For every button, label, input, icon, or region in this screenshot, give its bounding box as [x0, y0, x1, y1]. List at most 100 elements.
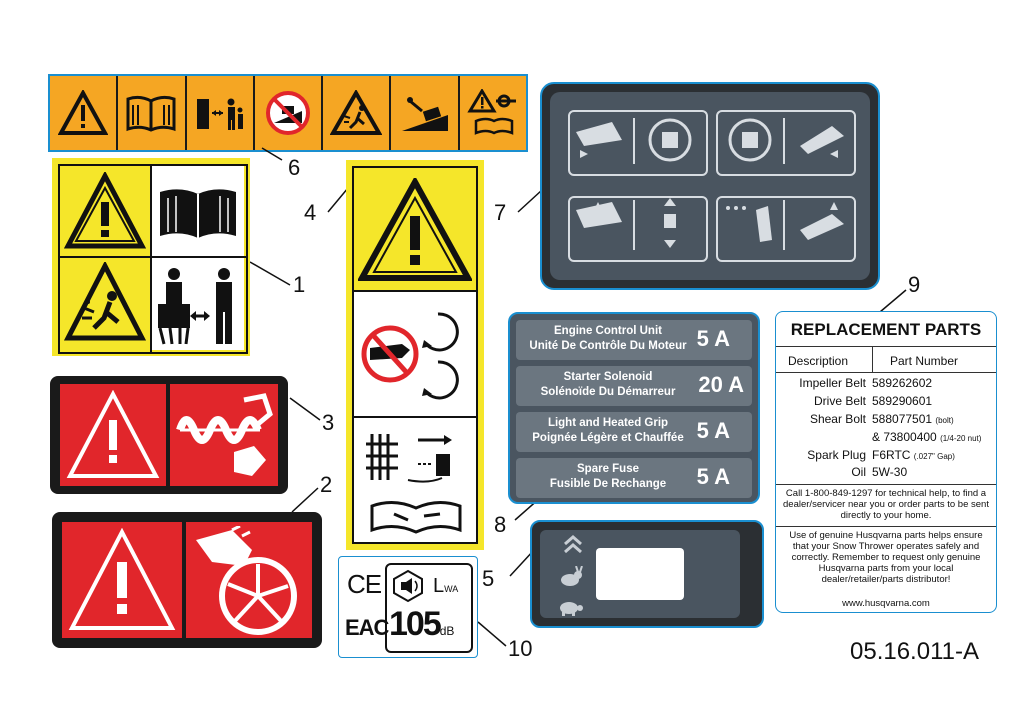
decal-4-warning-tall — [346, 160, 484, 550]
parts-rule — [776, 346, 996, 347]
sound-power-unit: dB — [439, 624, 455, 638]
fuse-label-en: Starter Solenoid — [563, 371, 653, 383]
fuse-row: Spare Fuse Fusible De Rechange 5 A — [516, 458, 752, 498]
callout-8: 8 — [494, 512, 507, 537]
fuse-row: Starter Solenoid Solénoïde Du Démarreur … — [516, 366, 752, 406]
part-number-with-note: & 73800400 (1/4-20 nut) — [872, 430, 981, 444]
part-description: Impeller Belt — [799, 376, 866, 390]
turtle-icon — [560, 602, 583, 616]
impeller-hazard-icon — [196, 526, 297, 635]
decal-4-divider-2 — [354, 416, 476, 418]
fuse-amperage: 5 A — [696, 418, 730, 443]
disconnect-spark-plug-manual-icon — [366, 434, 462, 534]
part-note: (.027" Gap) — [913, 452, 955, 461]
eac-mark: EAC — [345, 615, 389, 640]
lwa-symbol: LWA — [433, 575, 458, 598]
parts-col-part-number: Part Number — [890, 354, 959, 368]
fuse-label-fr: Fusible De Rechange — [549, 478, 667, 490]
figure-code: 05.16.011-A — [850, 638, 979, 665]
fuse-row: Light and Heated Grip Poignée Légère et … — [516, 412, 752, 452]
slope-tipping-icon — [391, 76, 460, 150]
speed-window — [596, 548, 684, 600]
fuse-row: Engine Control Unit Unité De Contrôle Du… — [516, 320, 752, 360]
danger-triangle-icon — [66, 390, 160, 478]
part-number: F6RTC — [872, 448, 911, 462]
chute-rotate-right-tile — [716, 110, 856, 176]
sound-power-value: 105dB — [389, 605, 454, 644]
sound-power-number: 105 — [389, 605, 442, 643]
decal-1-warning — [52, 158, 250, 356]
parts-title: REPLACEMENT PARTS — [790, 320, 982, 339]
part-description: Spark Plug — [807, 448, 866, 462]
part-number-with-note: F6RTC (.027" Gap) — [872, 448, 955, 462]
decal-10-noise-label: CE EAC LWA 105dB — [338, 556, 478, 658]
fuse-amperage: 5 A — [696, 326, 730, 351]
part-note: (1/4-20 nut) — [940, 434, 982, 443]
part-number: 5W-30 — [872, 465, 908, 479]
part-description: Drive Belt — [813, 394, 866, 408]
auger-hazard-icon — [176, 393, 273, 476]
warning-triangle-icon — [64, 172, 146, 249]
no-hands-rotating-parts-icon — [361, 312, 459, 400]
rabbit-icon — [561, 566, 583, 586]
callout-4: 4 — [304, 200, 317, 225]
no-slope-operation-icon — [255, 76, 324, 150]
danger-triangle-icon — [68, 528, 176, 630]
callout-3: 3 — [322, 410, 335, 435]
fuse-label-en: Light and Heated Grip — [547, 417, 669, 429]
decal-7-inner — [550, 92, 870, 280]
fuse-label-fr: Solénoïde Du Démarreur — [540, 386, 676, 398]
part-note: (bolt) — [935, 416, 954, 425]
thrown-objects-warning-icon — [64, 262, 146, 341]
keep-distance-operator-icon — [158, 268, 232, 345]
part-number-with-note: 588077501 (bolt) — [872, 412, 954, 426]
remove-key-manual-icon — [460, 76, 526, 150]
part-description: Oil — [851, 465, 866, 479]
lwa-subscript: WA — [444, 584, 459, 594]
part-number: 589262602 — [872, 376, 933, 390]
ce-mark: CE — [347, 569, 382, 599]
parts-col-description: Description — [788, 354, 849, 368]
thrown-objects-warning-icon — [323, 76, 392, 150]
fuse-amperage: 5 A — [696, 464, 730, 489]
warning-triangle-icon — [50, 76, 119, 150]
parts-rule — [776, 484, 996, 485]
decal-8-fuse-panel: Engine Control Unit Unité De Contrôle Du… — [508, 312, 760, 504]
decal-6-pictogram-strip — [48, 74, 528, 152]
callout-7: 7 — [494, 200, 507, 225]
speaker-hexagon-icon — [393, 569, 423, 603]
parts-genuine-text: Use of genuine Husqvarna parts helps ens… — [789, 530, 983, 585]
callout-2: 2 — [320, 472, 333, 497]
fuse-label-fr: Poignée Légère et Chauffée — [532, 432, 684, 444]
callout-10: 10 — [508, 636, 533, 661]
decal-5-speed-plate — [530, 520, 764, 628]
fuse-label-fr: Unité De Contrôle Du Moteur — [529, 340, 687, 352]
manual-book-icon — [160, 189, 236, 238]
fuse-label-en: Engine Control Unit — [554, 325, 662, 337]
decal-1-divider-v — [150, 166, 152, 352]
callout-9: 9 — [908, 272, 921, 297]
chute-rotate-left-tile — [568, 110, 708, 176]
decal-7-control-panel — [540, 82, 880, 290]
chute-rotation-icons — [576, 118, 844, 250]
parts-website: www.husqvarna.com — [842, 598, 930, 609]
decal-9-replacement-parts: REPLACEMENT PARTS Description Part Numbe… — [775, 311, 997, 613]
parts-rule — [776, 372, 996, 373]
part-description: Shear Bolt — [809, 412, 866, 426]
callout-5: 5 — [482, 566, 495, 591]
decal-3-danger-auger — [50, 376, 288, 494]
parts-rule — [776, 526, 996, 527]
fuse-amperage: 20 A — [698, 372, 744, 397]
parts-help-text: Call 1-800-849-1297 for technical help, … — [783, 488, 989, 521]
part-number: 589290601 — [872, 394, 933, 408]
callout-1: 1 — [293, 272, 306, 297]
part-number: 588077501 — [872, 412, 933, 426]
light-tilt-tile — [716, 196, 856, 262]
parts-col-divider — [872, 346, 873, 372]
decal-4-divider-1 — [354, 290, 476, 292]
lwa-letter: L — [433, 575, 445, 597]
sound-power-box — [385, 563, 473, 653]
fuse-label-en: Spare Fuse — [577, 463, 639, 475]
fast-chevrons-icon — [564, 535, 582, 554]
keep-distance-icon — [187, 76, 255, 150]
